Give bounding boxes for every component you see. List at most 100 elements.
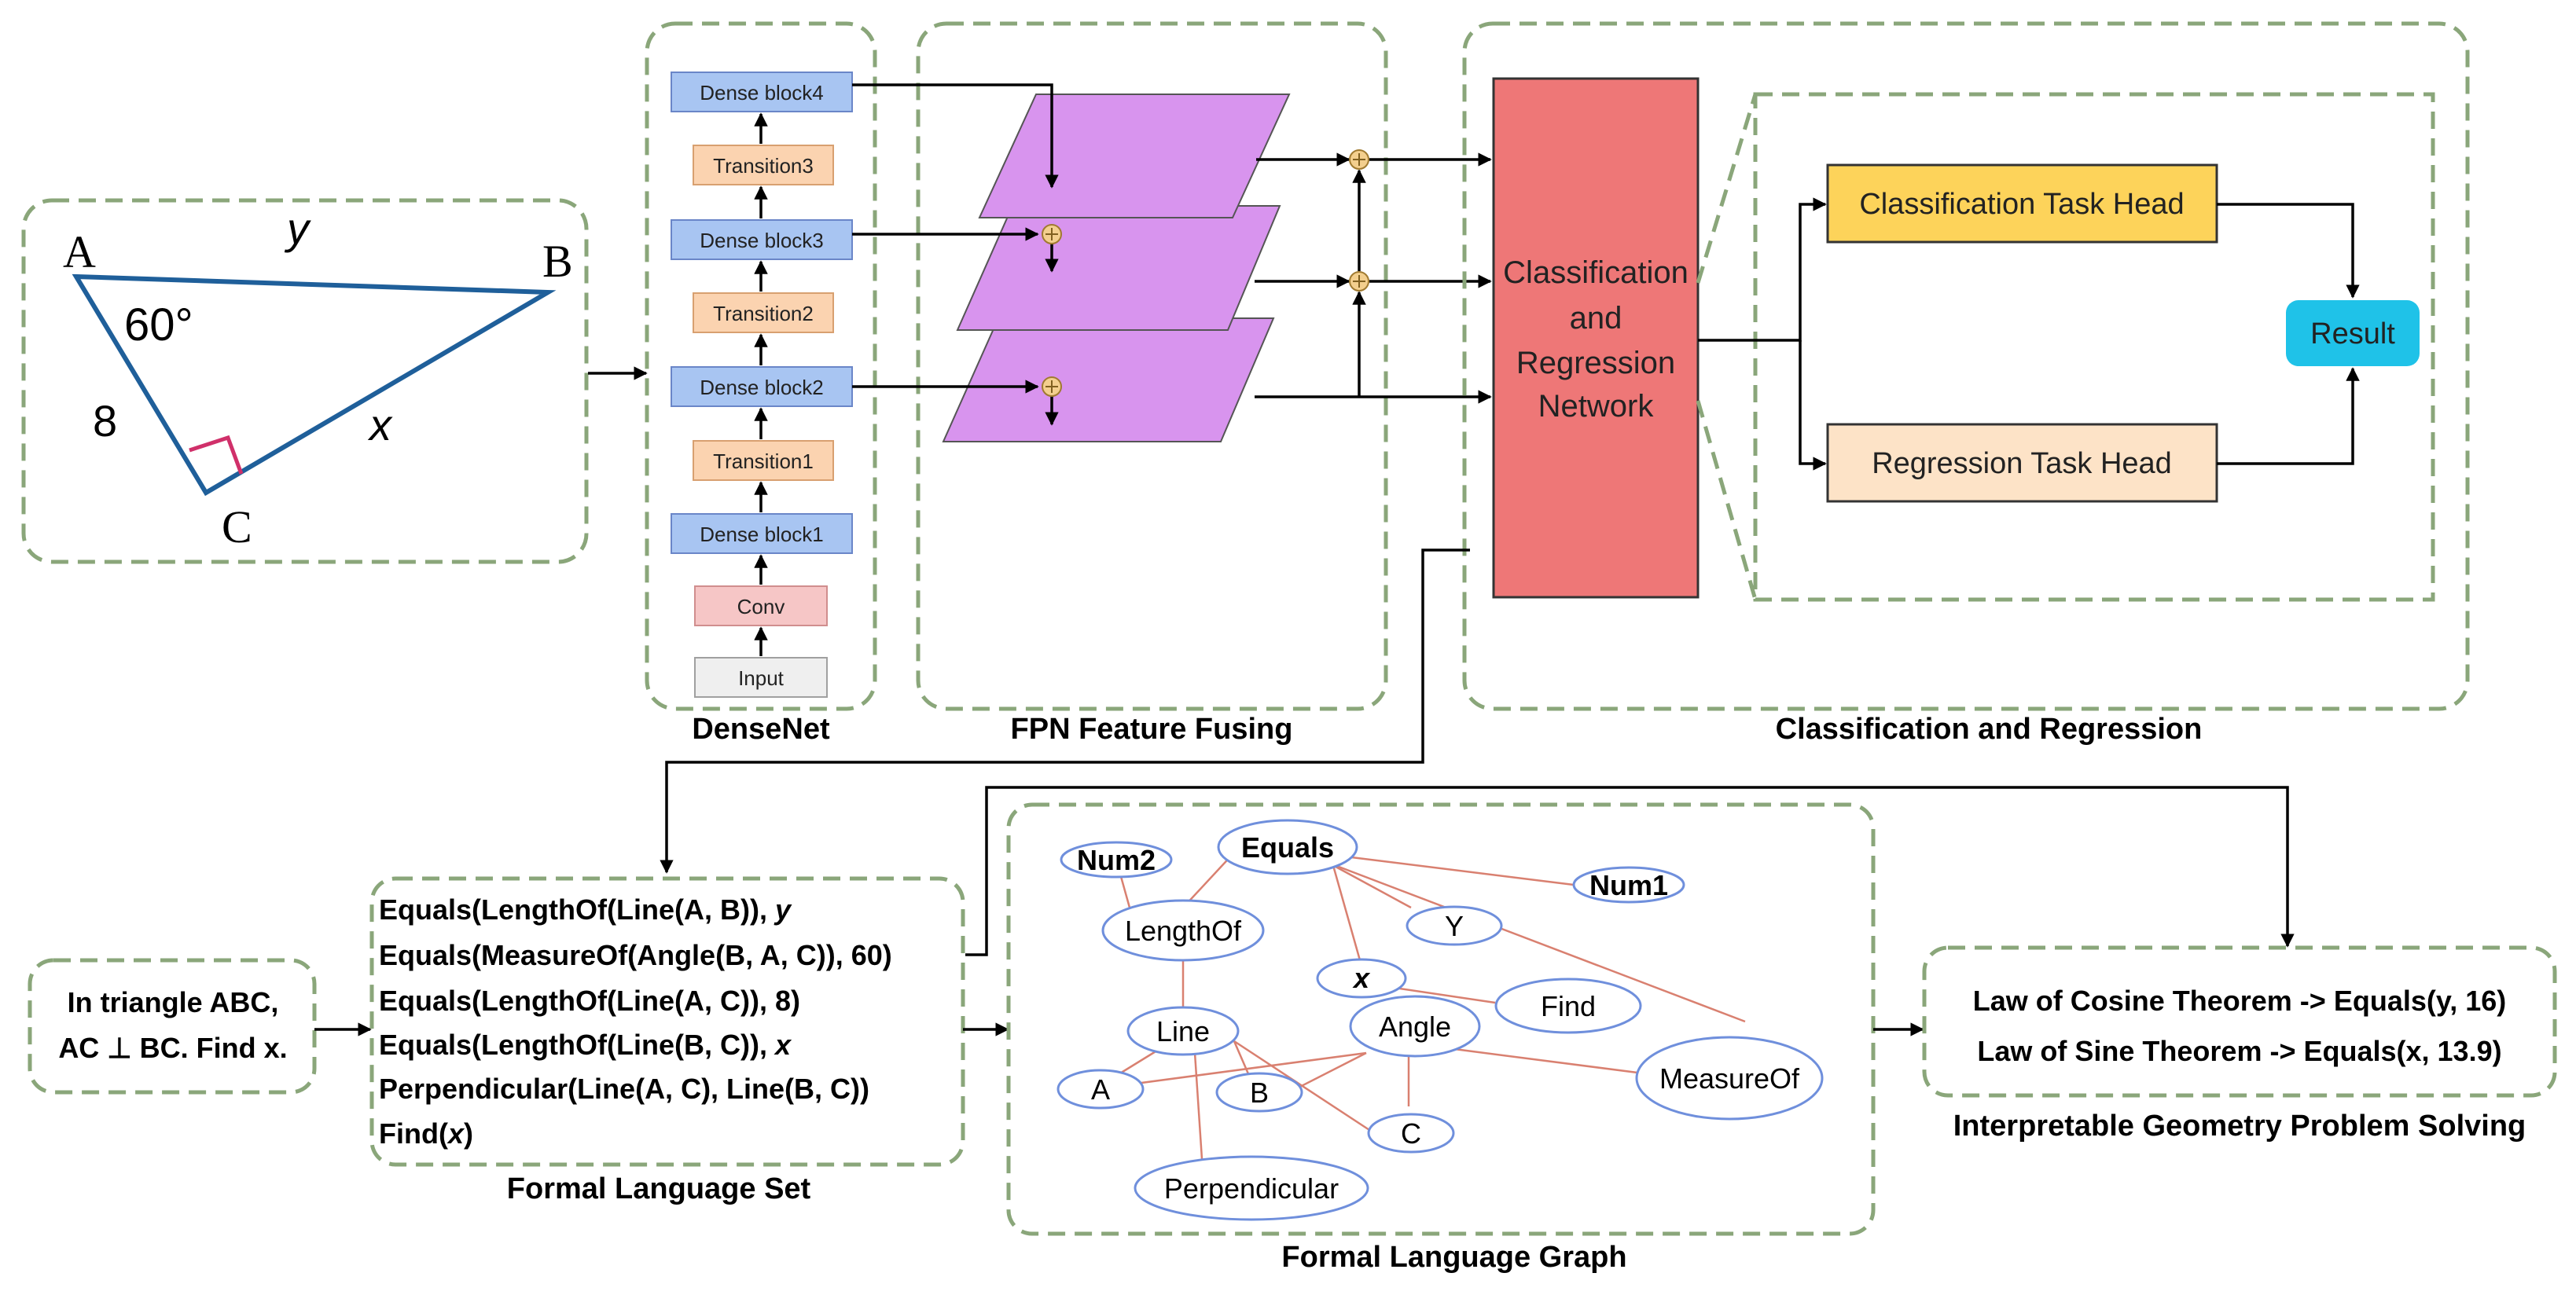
input-label: Input <box>738 666 785 690</box>
triangle-panel <box>21 198 589 564</box>
solving-line-1: Law of Cosine Theorem -> Equals(y, 16) <box>1973 985 2506 1017</box>
fpn-plane-bottom <box>942 317 1275 442</box>
conv-box <box>694 585 828 626</box>
result-box <box>2286 300 2420 366</box>
node-x <box>1316 958 1407 999</box>
dense-block4-label: Dense block4 <box>700 81 824 105</box>
fpn-plane-middle <box>956 205 1281 331</box>
result-label: Result <box>2310 317 2395 350</box>
network-line-3: Regression <box>1516 346 1675 380</box>
fpn-planes <box>942 94 1291 442</box>
vertex-c-label: C <box>222 501 252 552</box>
densenet-panel <box>645 21 877 711</box>
solving-line-2: Law of Sine Theorem -> Equals(x, 13.9) <box>1977 1035 2501 1067</box>
node-b-label: B <box>1250 1077 1269 1109</box>
classreg-panel <box>1462 21 2470 711</box>
node-a <box>1056 1069 1145 1110</box>
dense-block1-box <box>671 513 853 554</box>
node-equals <box>1217 819 1358 875</box>
graph-edges <box>1101 852 1746 1172</box>
formal-line-6: Find(x) <box>379 1117 473 1150</box>
vertex-a-label: A <box>63 226 96 277</box>
node-perpendicular <box>1134 1155 1369 1221</box>
node-equals-label: Equals <box>1241 831 1334 864</box>
node-line <box>1126 1006 1240 1056</box>
node-lengthof <box>1101 899 1265 962</box>
network-line-2: and <box>1570 301 1622 336</box>
transition1-label: Transition1 <box>713 449 814 473</box>
node-measureof-label: MeasureOf <box>1659 1062 1800 1095</box>
conv-label: Conv <box>737 595 785 618</box>
node-num2-label: Num2 <box>1077 844 1156 876</box>
densenet-blocks: Dense block4 Transition3 Dense block3 Tr… <box>671 72 853 698</box>
formal-line-2: Equals(MeasureOf(Angle(B, A, C)), 60) <box>379 939 892 971</box>
graph-panel <box>1006 802 1876 1236</box>
triangle-figure <box>72 273 557 497</box>
node-x-label: x <box>1352 962 1371 994</box>
regression-head-label: Regression Task Head <box>1872 447 2172 480</box>
node-find-label: Find <box>1541 990 1596 1022</box>
fpn-sum-nodes <box>1042 224 1062 397</box>
dense-block3-box <box>671 219 853 260</box>
formal-line-1: Equals(LengthOf(Line(A, B)), y <box>379 893 792 926</box>
node-y <box>1406 905 1503 946</box>
transition1-box <box>693 440 834 481</box>
side-y-label: y <box>284 204 311 253</box>
dense-block3-label: Dense block3 <box>700 229 824 252</box>
node-line-label: Line <box>1156 1015 1210 1047</box>
fusion-sum-nodes <box>1349 149 1369 292</box>
vertex-b-label: B <box>542 236 573 287</box>
problem-panel <box>28 958 317 1095</box>
angle-label: 60° <box>124 299 193 350</box>
side-x-label: x <box>367 400 393 449</box>
node-c-label: C <box>1401 1117 1421 1150</box>
transition2-box <box>693 292 834 333</box>
network-box <box>1492 77 1700 599</box>
heads-panel <box>1753 92 2435 602</box>
node-angle-label: Angle <box>1379 1011 1451 1043</box>
formal-line-5: Perpendicular(Line(A, C), Line(B, C)) <box>379 1073 869 1105</box>
classification-head-label: Classification Task Head <box>1859 188 2184 221</box>
formal-set-title: Formal Language Set <box>507 1172 811 1205</box>
fpn-panel <box>916 21 1388 711</box>
input-box <box>694 657 828 698</box>
node-measureof <box>1635 1036 1824 1121</box>
dense-block4-box <box>671 72 853 112</box>
node-find <box>1494 978 1642 1034</box>
formal-set-panel <box>369 876 965 1167</box>
network-line-1: Classification <box>1503 255 1689 290</box>
transition3-box <box>693 145 834 185</box>
node-a-label: A <box>1091 1073 1110 1106</box>
solving-title: Interpretable Geometry Problem Solving <box>1953 1110 2526 1143</box>
node-y-label: Y <box>1445 910 1464 942</box>
formal-line-4: Equals(LengthOf(Line(B, C)), x <box>379 1029 792 1061</box>
arrow-network-to-formal-set <box>660 548 1470 874</box>
problem-line-1: In triangle ABC, <box>68 986 279 1018</box>
node-b <box>1215 1072 1303 1113</box>
fpn-plane-top <box>978 94 1291 218</box>
node-lengthof-label: LengthOf <box>1125 915 1242 947</box>
solving-panel <box>1922 945 2557 1098</box>
node-num2 <box>1060 841 1173 879</box>
fpn-title: FPN Feature Fusing <box>1011 713 1293 746</box>
classreg-title: Classification and Regression <box>1776 713 2203 746</box>
transition2-label: Transition2 <box>713 302 814 325</box>
node-num1-label: Num1 <box>1589 869 1668 901</box>
node-c <box>1367 1113 1455 1154</box>
graph-nodes: Num2 Equals Num1 LengthOf Y x Find Line … <box>1056 819 1824 1221</box>
graph-title: Formal Language Graph <box>1281 1241 1626 1274</box>
dense-block1-label: Dense block1 <box>700 523 824 546</box>
densenet-title: DenseNet <box>692 713 830 746</box>
transition3-label: Transition3 <box>713 154 814 178</box>
problem-line-2: AC ⊥ BC. Find x. <box>58 1032 287 1064</box>
network-line-4: Network <box>1538 389 1655 424</box>
formal-line-3: Equals(LengthOf(Line(A, C)), 8) <box>379 985 800 1017</box>
arrow-formal-set-to-solving <box>965 786 2295 956</box>
node-angle <box>1349 995 1481 1058</box>
dense-block2-label: Dense block2 <box>700 376 824 399</box>
side-8-label: 8 <box>93 396 117 446</box>
node-num1 <box>1572 866 1685 904</box>
right-angle-marker <box>189 435 244 475</box>
lateral-block4 <box>852 83 1059 189</box>
